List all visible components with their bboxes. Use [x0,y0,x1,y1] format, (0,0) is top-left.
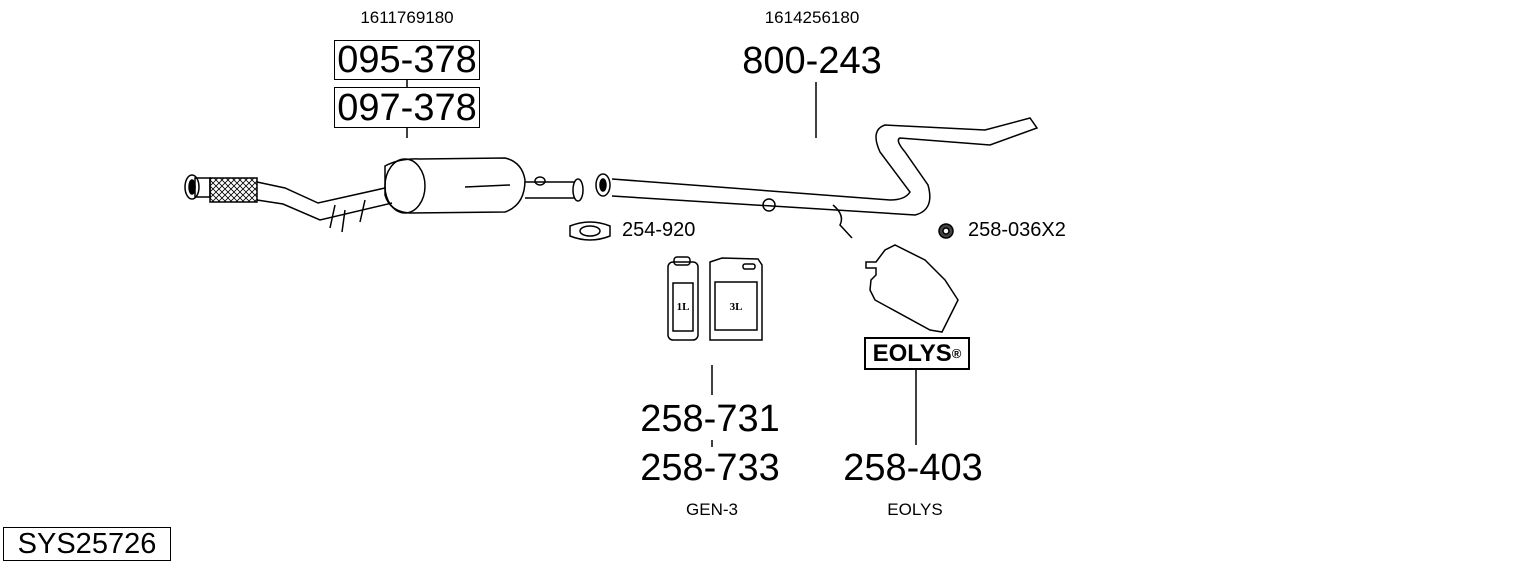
part-number-258-733[interactable]: 258-733 [640,447,780,489]
oem-number: 1614256180 [764,8,860,27]
svg-text:1L: 1L [677,301,690,313]
oem-number: 1611769180 [360,8,454,27]
part-number-nut[interactable]: 258-036X2 [968,219,1066,241]
system-id: SYS25726 [3,527,171,561]
part-number-258-731[interactable]: 258-731 [640,398,780,440]
part-number-800-243[interactable]: 800-243 [742,40,882,82]
rear-pipe-drawing [595,117,1039,239]
eolys-badge: EOLYS® [864,337,970,370]
dpf-front-pipe-drawing [184,157,584,233]
part-number-095-378[interactable]: 095-378 [334,40,480,80]
svg-text:3L: 3L [730,301,743,313]
part-number-097-378[interactable]: 097-378 [334,87,480,128]
fluid-bottles-drawing: 1L 3L [667,256,763,341]
additive-tank-drawing [865,244,959,333]
additive-caption: EOLYS [887,500,943,519]
part-number-clamp[interactable]: 254-920 [622,219,696,241]
clamp-drawing [569,221,611,241]
nut-drawing [938,223,954,239]
registered-mark: ® [951,346,962,361]
part-number-258-403[interactable]: 258-403 [843,447,983,489]
eolys-badge-text: EOLYS [872,339,952,367]
fluid-caption: GEN-3 [686,500,738,519]
